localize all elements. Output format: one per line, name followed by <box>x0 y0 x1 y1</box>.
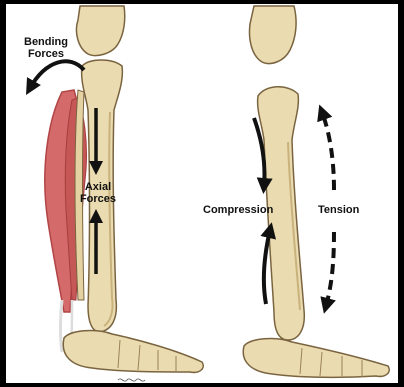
artist-signature <box>118 379 145 381</box>
dashed-curved-arrow-down-icon <box>326 232 334 306</box>
tension-label: Tension <box>318 204 359 216</box>
right-leg-figure <box>243 6 389 377</box>
foot-bones <box>63 331 203 373</box>
tendon <box>61 300 63 352</box>
curved-arrow-up-icon <box>264 230 270 304</box>
bending-label-line1: Bending <box>22 36 70 48</box>
axial-forces-label: Axial Forces <box>76 181 120 205</box>
bending-label-line2: Forces <box>22 48 70 60</box>
foot-bones <box>243 339 389 378</box>
curved-arrow-left-icon <box>30 61 84 88</box>
femur <box>76 6 124 56</box>
femur <box>250 6 297 64</box>
dashed-curved-arrow-up-icon <box>322 112 334 190</box>
axial-label-line2: Forces <box>76 193 120 205</box>
bending-forces-label: Bending Forces <box>22 36 70 60</box>
compression-label: Compression <box>203 204 273 216</box>
axial-label-line1: Axial <box>76 181 120 193</box>
